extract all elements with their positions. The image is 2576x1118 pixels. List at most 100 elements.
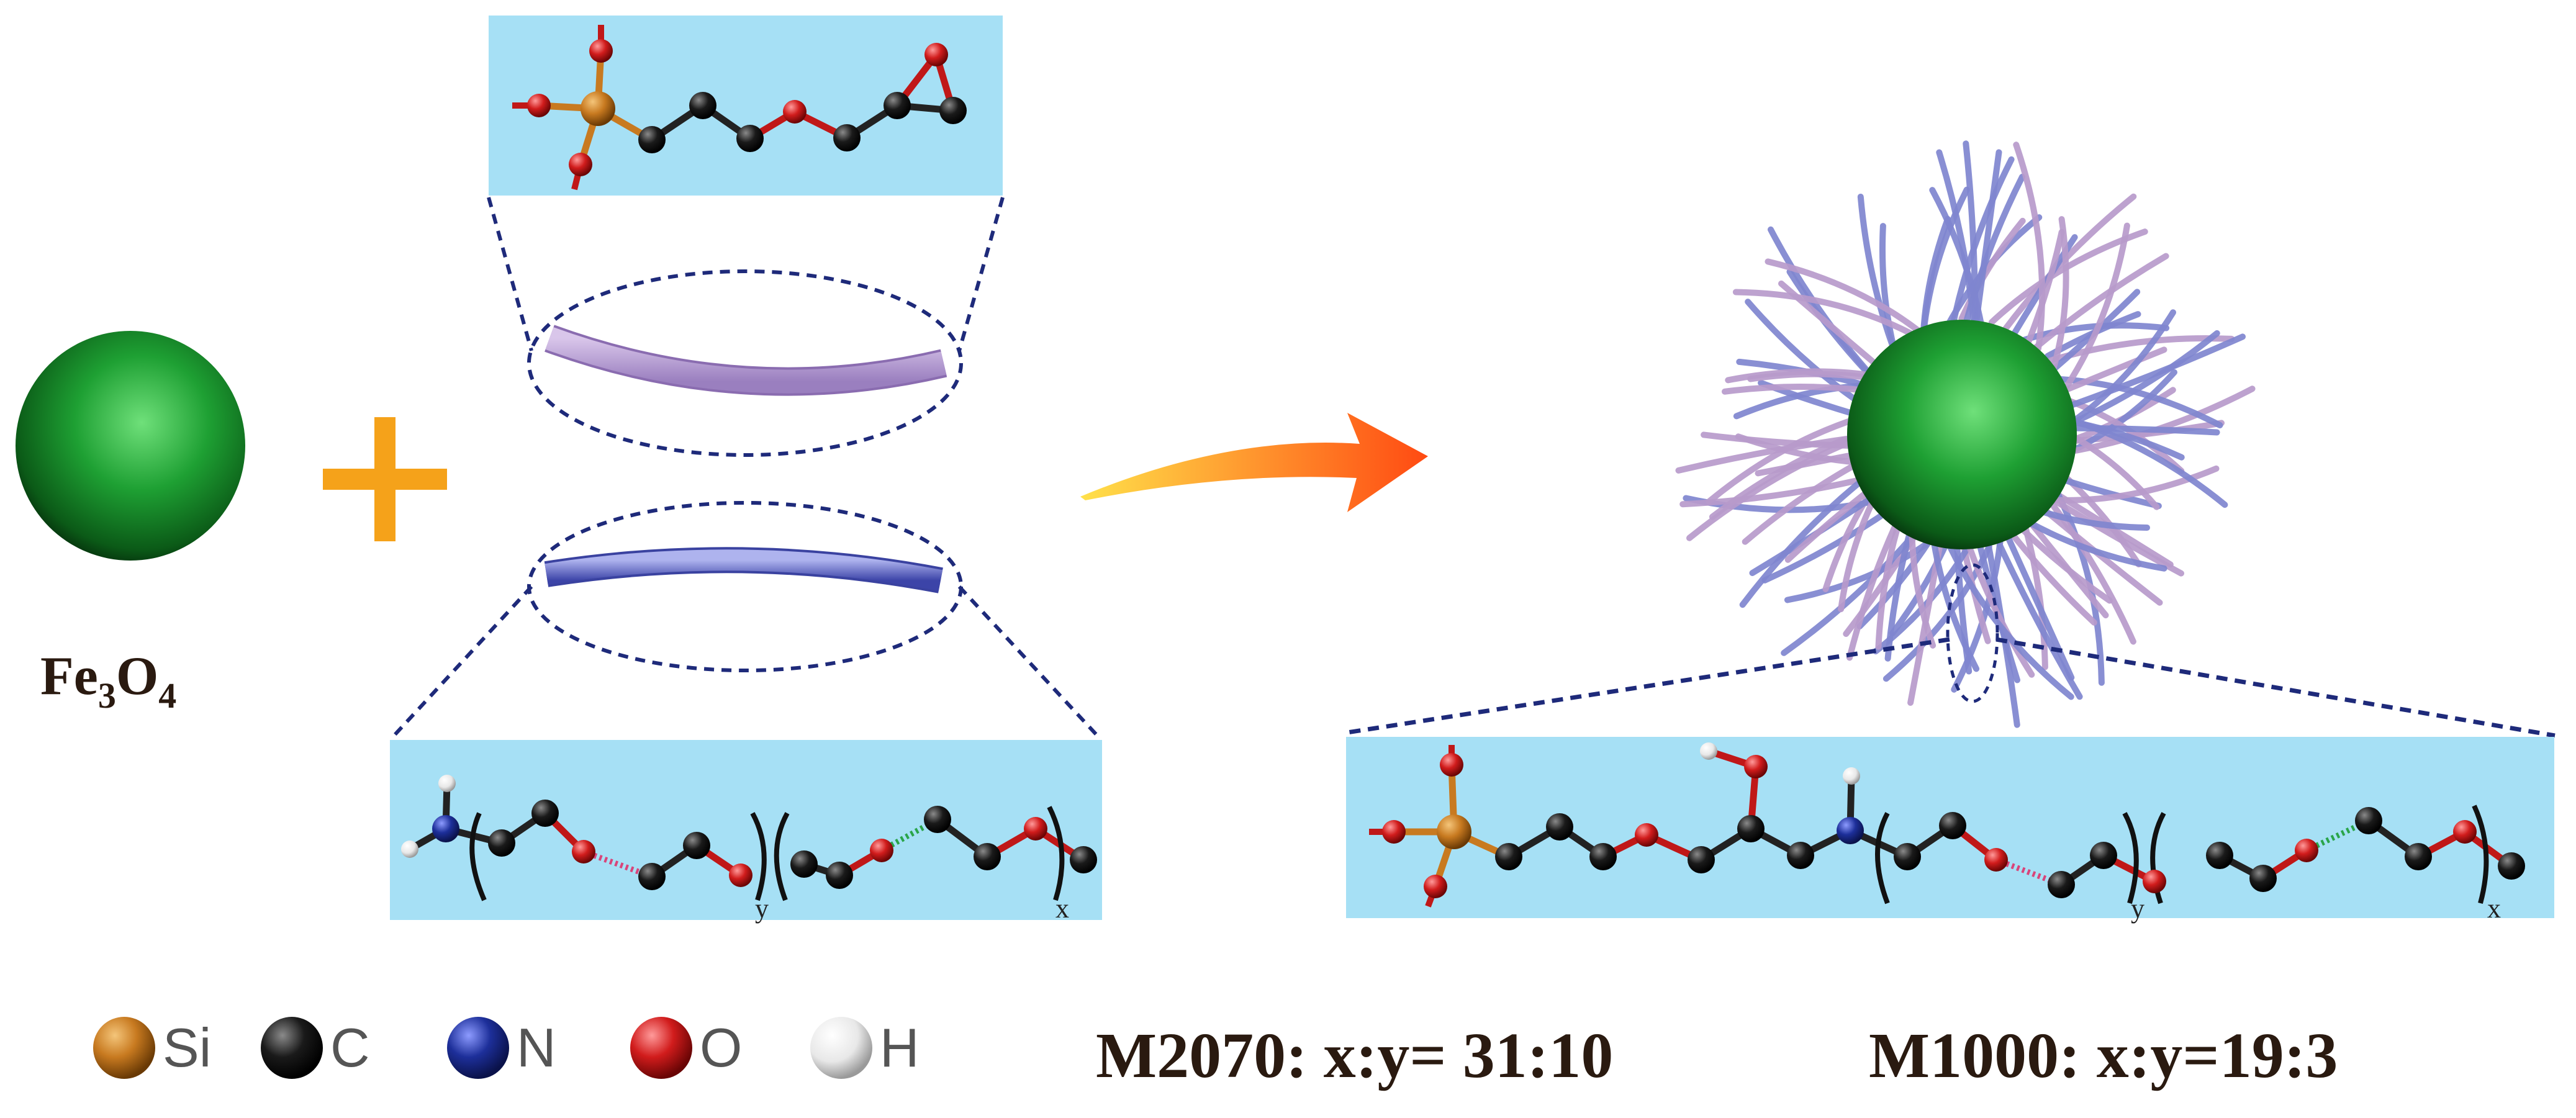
- atom-o: [729, 863, 752, 887]
- atom-o: [924, 43, 948, 66]
- atom-n: [1837, 817, 1864, 844]
- atom-o: [569, 153, 592, 176]
- atom-h: [438, 775, 456, 792]
- hydrogen-atom-icon: [810, 1017, 872, 1079]
- atom-c: [826, 862, 853, 889]
- atom-c: [689, 92, 716, 119]
- polyetheramine-strand: [2016, 322, 2170, 345]
- atom-o: [572, 840, 595, 863]
- atom-c: [1894, 843, 1921, 870]
- atom-c: [2405, 843, 2432, 870]
- silane-strand: [2038, 489, 2184, 577]
- atom-o: [1984, 848, 2008, 872]
- atom-o: [783, 100, 807, 124]
- polyetheramine-strand: [1857, 194, 1898, 354]
- ratio-m1000: M1000: x:y=19:3: [1869, 1020, 2338, 1091]
- polyetheramine-strand: [2002, 199, 2007, 349]
- atom-c: [884, 92, 911, 119]
- atom-o: [1382, 820, 1406, 844]
- atom-o: [1744, 755, 1768, 778]
- polyetheramine-strand: [1996, 542, 2083, 700]
- ratio-m2070: M2070: x:y= 31:10: [1096, 1020, 1613, 1091]
- silane-strand: [2043, 508, 2163, 606]
- atom-c: [974, 843, 1001, 870]
- atom-o: [2295, 839, 2318, 862]
- atom-c: [1546, 813, 1573, 841]
- atom-c: [1070, 846, 1097, 873]
- atom-c: [790, 850, 818, 878]
- fe3o4-particle: [16, 331, 245, 561]
- polyetheramine-strand: [1739, 467, 1878, 608]
- atom-c: [939, 97, 967, 124]
- polyetheramine-molecule: [401, 775, 1097, 901]
- silane-strand: [1907, 523, 1947, 706]
- silane-strand: [2064, 222, 2130, 389]
- atom-c: [638, 863, 666, 890]
- atom-c: [833, 124, 861, 151]
- hydrogen-bond-pink: [582, 849, 653, 880]
- atom-h: [1843, 767, 1860, 785]
- polyetheramine-strand: [1745, 299, 1872, 412]
- right-subscript-x: x: [2487, 893, 2501, 924]
- atom-c: [1787, 842, 1814, 869]
- silane-molecule: [512, 25, 967, 191]
- atom-h: [401, 841, 418, 858]
- atom-c: [2355, 807, 2382, 834]
- silane-strand: [1722, 383, 1878, 395]
- legend-label: O: [700, 1017, 742, 1078]
- atom-c: [488, 829, 515, 857]
- silane-strand: [2040, 489, 2136, 645]
- zoom-lines-right: [1347, 637, 2556, 738]
- atom-o: [870, 839, 893, 862]
- atom-c: [2048, 871, 2075, 898]
- polyetheramine-strand: [2072, 330, 2220, 425]
- silicon-atom-icon: [93, 1017, 155, 1079]
- reaction-arrow: [1080, 413, 1428, 512]
- legend-label: N: [517, 1017, 556, 1078]
- silane-strand: [1765, 258, 1938, 347]
- left-subscript-x: x: [1055, 893, 1069, 924]
- silane-strand: [1732, 289, 1915, 338]
- atom-c: [1495, 843, 1522, 870]
- atom-c: [2249, 865, 2277, 892]
- atom-o: [1635, 823, 1658, 847]
- nitrogen-atom-icon: [447, 1017, 509, 1079]
- atom-c: [1939, 812, 1966, 839]
- atom-c: [2206, 842, 2233, 869]
- zoom-lines-top: [389, 197, 1102, 741]
- polyetheramine-strand: [1945, 540, 2074, 700]
- atom-h: [1700, 742, 1717, 760]
- atom-c: [1737, 815, 1765, 842]
- silane-strand: [2049, 216, 2069, 375]
- atom-o: [527, 94, 551, 117]
- silane-strand: [1706, 415, 1862, 505]
- atom-c: [924, 806, 951, 833]
- atom-c: [638, 126, 666, 153]
- polyetheramine-strand: [1882, 543, 1992, 682]
- silane-strand: [2025, 228, 2065, 345]
- atom-c: [1688, 846, 1715, 873]
- zoom-ellipse-right: [1946, 563, 1999, 703]
- polyetheramine-strand: [2061, 333, 2246, 412]
- atom-o: [1424, 875, 1447, 898]
- atom-c: [2498, 852, 2525, 880]
- atom-o: [1024, 817, 1047, 841]
- silane-strand: [1709, 436, 1848, 520]
- carbon-atom-icon: [261, 1017, 323, 1079]
- silane-strand: [2006, 527, 2097, 626]
- atom-o: [2453, 820, 2477, 844]
- right-subscript-y: y: [2131, 893, 2144, 924]
- legend-label: Si: [163, 1017, 211, 1078]
- silane-strand: [2043, 465, 2220, 503]
- polyetheramine-panel: [390, 740, 1102, 920]
- left-subscript-y: y: [755, 893, 769, 924]
- legend-label: H: [880, 1017, 920, 1078]
- atom-o: [589, 39, 613, 63]
- atom-c: [683, 832, 710, 859]
- silane-strand: [1686, 438, 1854, 541]
- polyetheramine-strand: [2005, 536, 2075, 681]
- atom-c: [2090, 842, 2117, 869]
- atom-o: [1440, 753, 1463, 777]
